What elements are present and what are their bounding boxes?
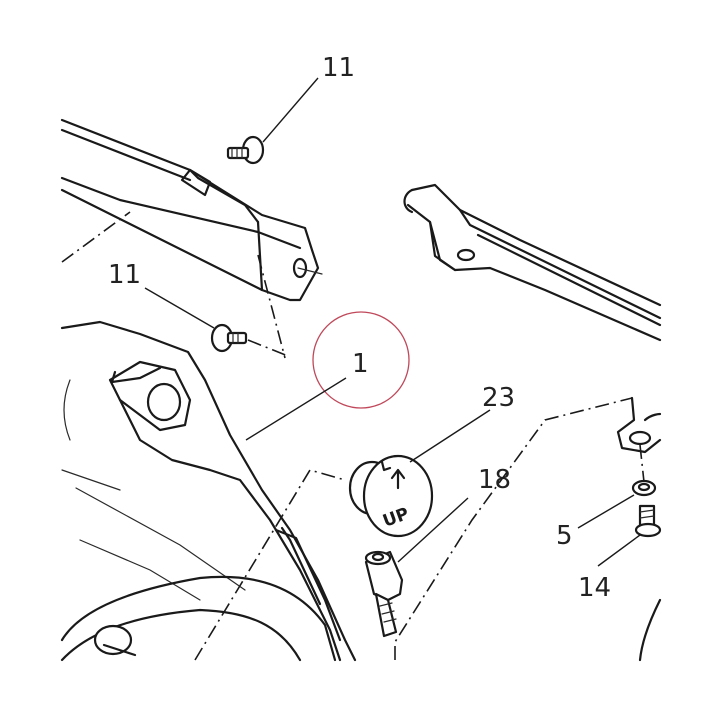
right-bracket [616, 396, 662, 483]
lower-frame-body [60, 320, 357, 662]
bolt-11-top [226, 135, 265, 165]
callout-18: 18 [478, 465, 511, 495]
callout-1: 1 [352, 349, 369, 379]
washer-5 [631, 479, 657, 497]
cap-23: UP [348, 454, 434, 538]
callout-11-left: 11 [108, 260, 141, 290]
upper-frame-rail [60, 118, 323, 359]
callout-14: 14 [578, 573, 611, 603]
upper-right-rail [403, 183, 662, 342]
callout-5: 5 [556, 521, 573, 551]
bolt-11-left [210, 323, 289, 357]
callout-11-top: 11 [322, 53, 355, 83]
callout-23: 23 [482, 383, 515, 413]
highlight-circle [312, 311, 410, 409]
screw-14 [634, 504, 662, 538]
bolt-18 [364, 550, 404, 638]
